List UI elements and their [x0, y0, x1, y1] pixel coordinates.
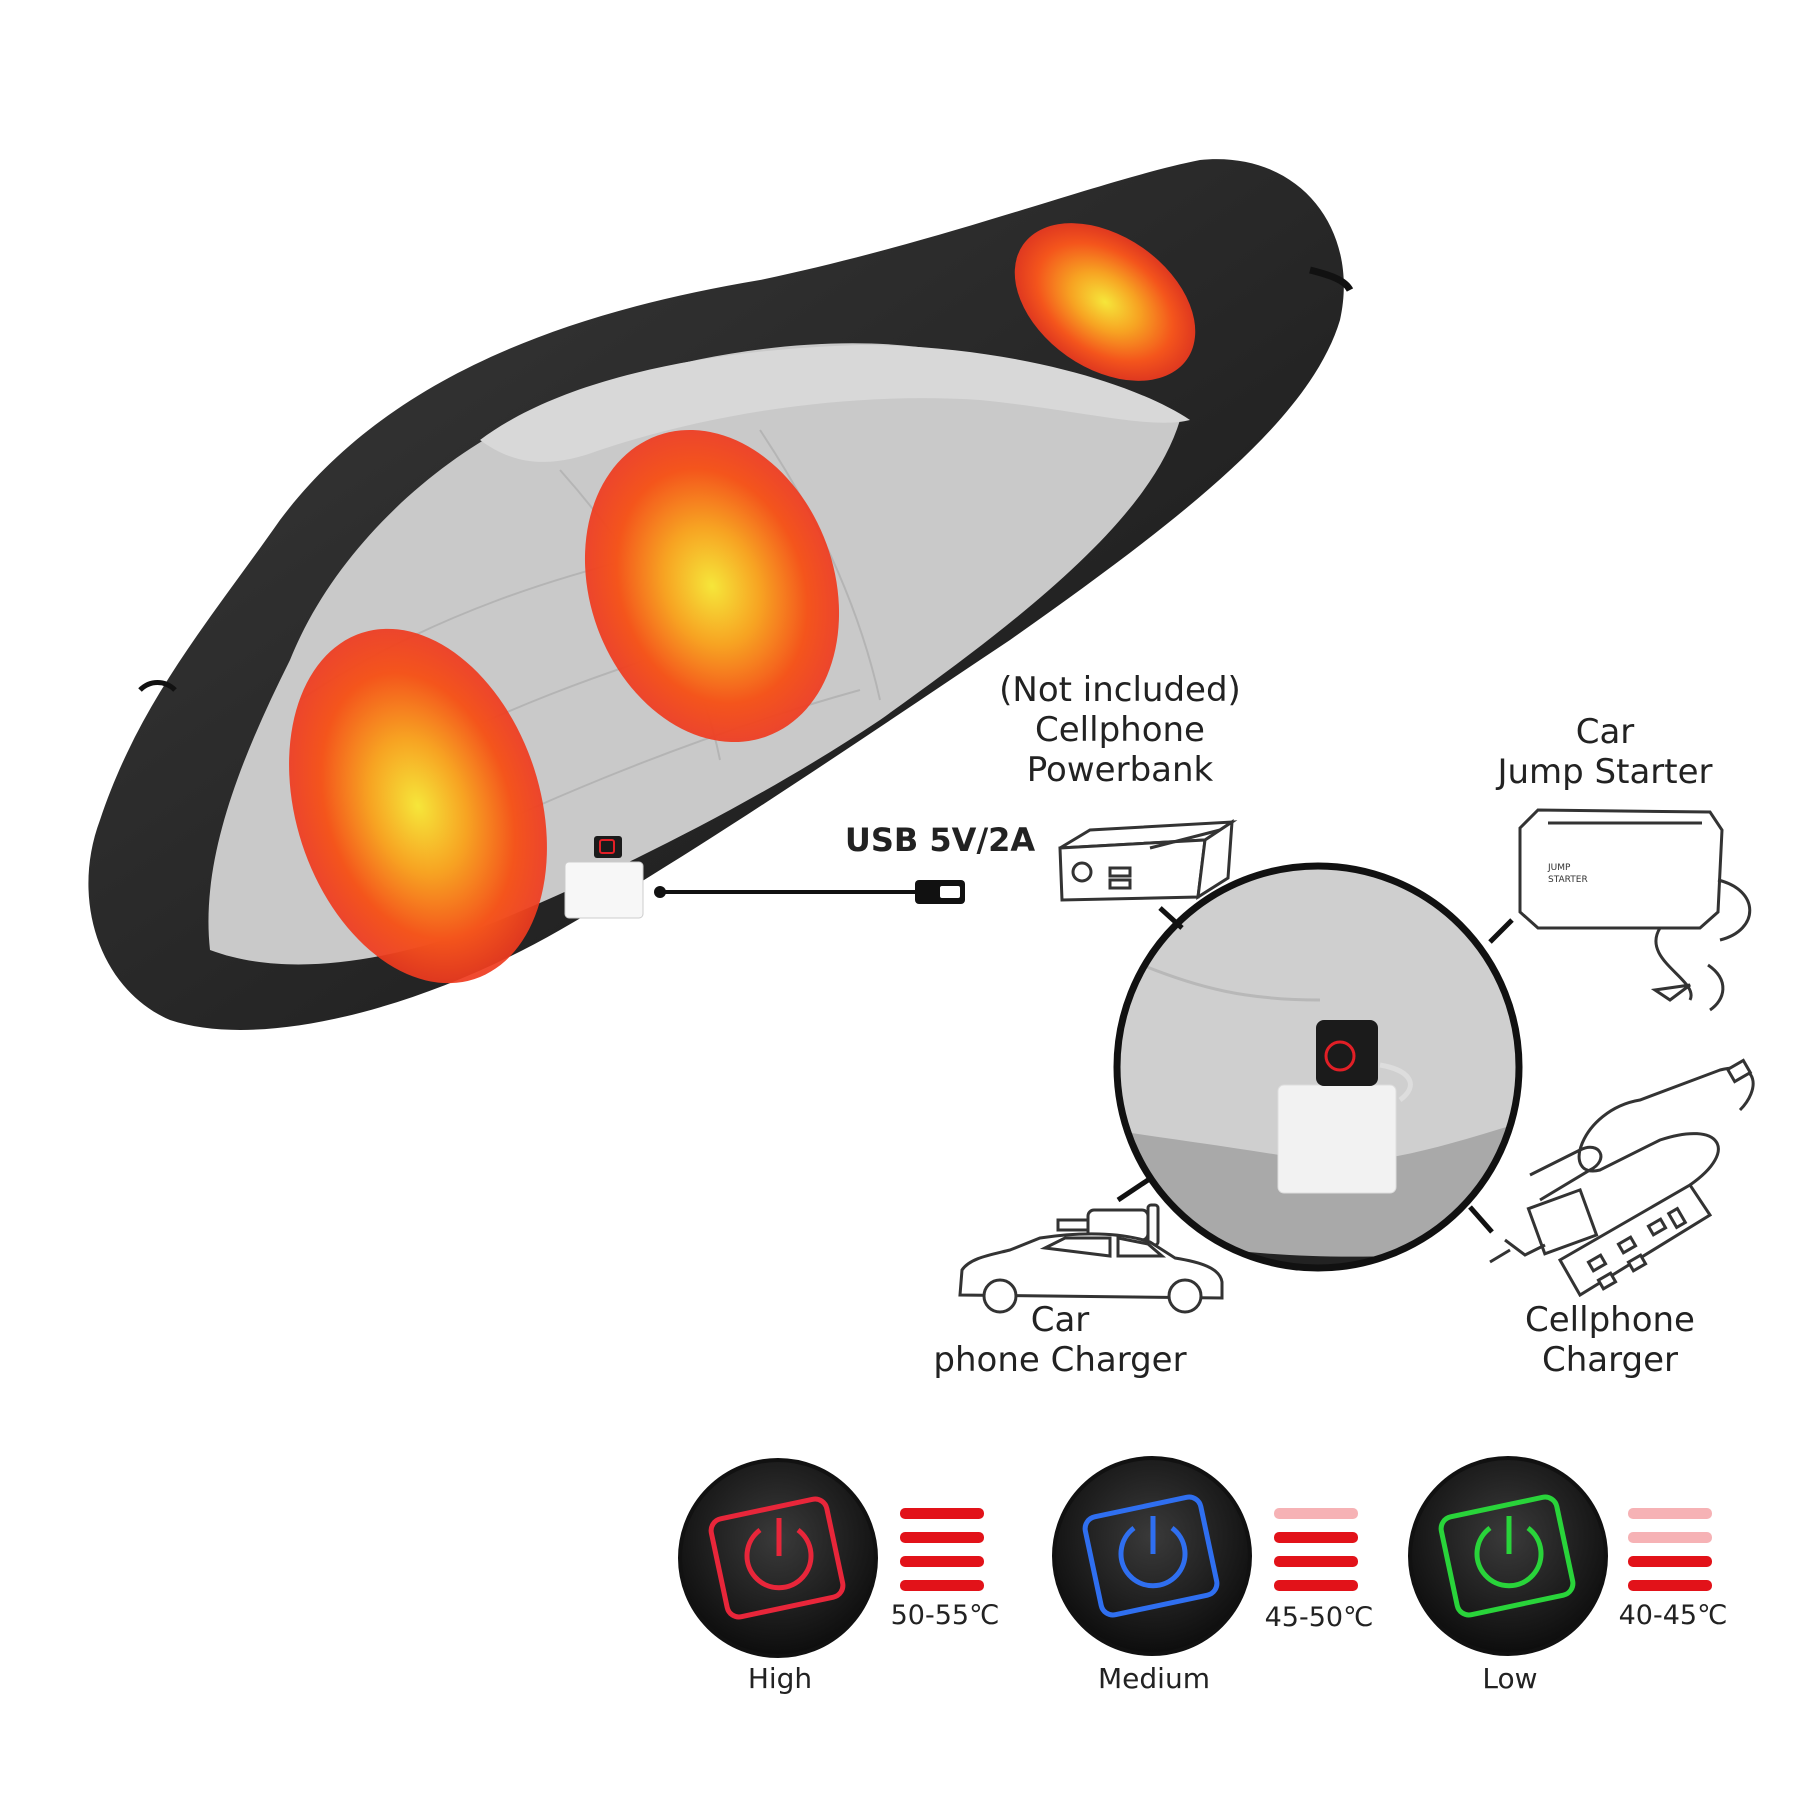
cellphone-charger-line2: Charger — [1542, 1340, 1678, 1381]
heat-level-high — [678, 1458, 878, 1658]
temp-medium: 45-50℃ — [1264, 1602, 1374, 1633]
sleeping-bag-collar — [480, 345, 1190, 462]
svg-text:JUMP: JUMP — [1547, 863, 1571, 873]
powerbank-icon — [1058, 819, 1238, 902]
temp-high: 50-55℃ — [890, 1600, 1000, 1631]
heat-zone-chest — [584, 429, 840, 743]
level-name-medium: Medium — [1098, 1662, 1210, 1695]
heat-bars-medium — [1274, 1508, 1358, 1591]
controller-box — [564, 861, 644, 919]
heat-level-medium — [1052, 1456, 1252, 1656]
level-name-high: High — [747, 1662, 813, 1695]
powerbank-line1: Cellphone — [1035, 710, 1205, 751]
usb-spec-label: USB 5V/2A — [844, 821, 1036, 859]
sleeping-bag — [88, 159, 1354, 1030]
level-name-low: Low — [1482, 1662, 1538, 1695]
heat-bars-high — [900, 1508, 984, 1591]
car-icon — [958, 1232, 1224, 1314]
jump-starter-label: Car Jump Starter — [1480, 712, 1730, 792]
jump-starter-line1: Car — [1575, 712, 1635, 752]
jump-starter-icon: JUMP STARTER — [1518, 808, 1752, 1012]
heat-zone-back — [289, 628, 547, 984]
jump-starter-line2: Jump Starter — [1497, 752, 1713, 793]
power-button-icon-low — [1438, 1494, 1576, 1618]
powerbank-label: (Not included) Cellphone Powerbank — [990, 670, 1250, 790]
heat-zone-head — [1014, 223, 1196, 381]
svg-text:STARTER: STARTER — [1548, 875, 1588, 885]
car-charger-line1: Car — [1030, 1300, 1090, 1340]
power-strip-icon — [1557, 1058, 1755, 1298]
powerbank-line2: Powerbank — [1026, 750, 1214, 791]
car-charger-label: Car phone Charger — [920, 1300, 1200, 1380]
heat-bars-low — [1628, 1508, 1712, 1591]
cellphone-charger-line1: Cellphone — [1525, 1300, 1695, 1340]
power-button-icon-medium — [1082, 1494, 1220, 1618]
power-button-icon-high — [708, 1496, 846, 1620]
zoom-detail — [1113, 862, 1523, 1272]
temp-low: 40-45℃ — [1618, 1600, 1728, 1631]
car-charger-line2: phone Charger — [933, 1340, 1187, 1381]
heat-level-low — [1408, 1456, 1608, 1656]
cellphone-charger-label: Cellphone Charger — [1490, 1300, 1730, 1380]
usb-cable — [654, 880, 965, 904]
powerbank-note: (Not included) — [999, 670, 1241, 710]
